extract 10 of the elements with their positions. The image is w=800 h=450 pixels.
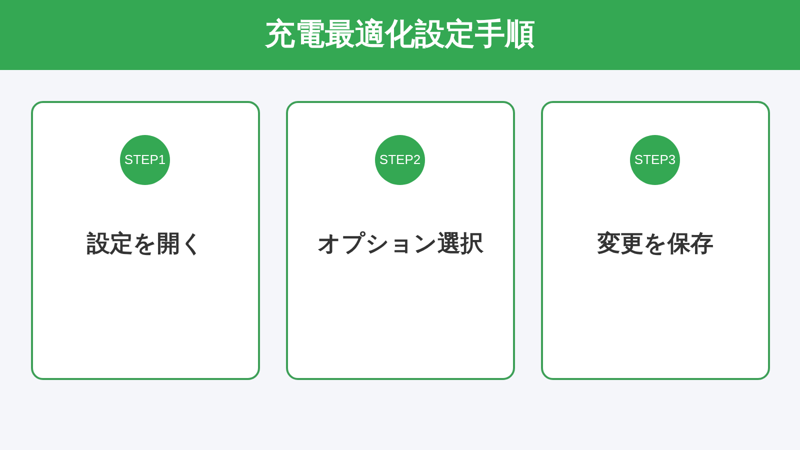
step-badge: STEP2 bbox=[375, 135, 425, 185]
step-card bbox=[541, 101, 770, 380]
step-title: オプション選択 bbox=[316, 230, 484, 259]
step-title: 設定を開く bbox=[86, 230, 205, 259]
step-badge: STEP3 bbox=[630, 135, 680, 185]
step-title: 変更を保存 bbox=[596, 230, 714, 259]
step-card bbox=[31, 101, 260, 380]
step-badge: STEP1 bbox=[120, 135, 170, 185]
step-card bbox=[286, 101, 515, 380]
title: 充電最適化設定手順 bbox=[264, 16, 536, 54]
